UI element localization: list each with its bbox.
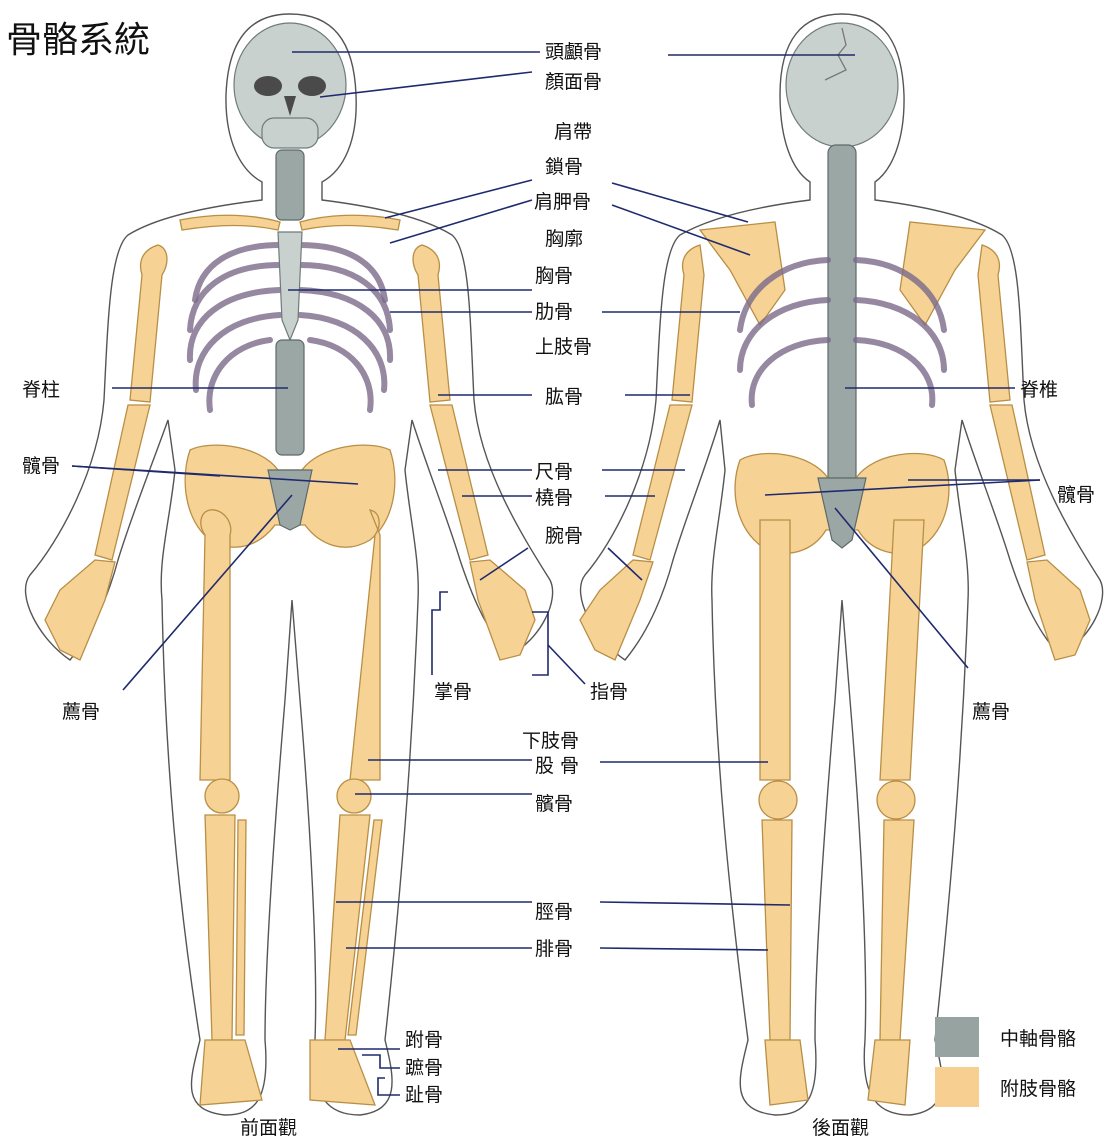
front-patella-right: [337, 779, 371, 813]
label-sacrum-front: 薦骨: [62, 701, 100, 723]
label-ilium-back: 髖骨: [1057, 484, 1095, 506]
legend: 中軸骨骼 附肢骨骼: [935, 1017, 1076, 1107]
front-eye-socket-right: [298, 76, 326, 96]
label-humerus: 肱骨: [545, 386, 583, 408]
front-lumbar-spine: [276, 340, 304, 455]
front-femur-left: [200, 510, 231, 780]
label-ribs: 肋骨: [535, 301, 573, 323]
label-phalanges-hand: 指骨: [590, 681, 628, 703]
back-femur-left: [760, 520, 790, 780]
label-upper-limb: 上肢骨: [535, 336, 592, 358]
label-spine-back: 脊椎: [1020, 379, 1058, 401]
back-skull: [786, 23, 898, 147]
view-caption-back: 後面觀: [812, 1117, 869, 1139]
diagram-title: 骨骼系統: [6, 20, 150, 61]
label-shoulder-girdle: 肩帶: [554, 121, 592, 143]
back-knee-right: [877, 781, 915, 819]
label-tarsals: 跗骨: [405, 1029, 443, 1051]
back-spine: [828, 145, 856, 485]
back-foot-right: [868, 1040, 910, 1105]
label-ilium-front: 髖骨: [22, 455, 60, 477]
label-carpals: 腕骨: [545, 525, 583, 547]
legend-swatch-appendicular: [935, 1067, 979, 1107]
label-sternum: 胸骨: [535, 265, 573, 287]
legend-label-axial: 中軸骨骼: [1000, 1028, 1076, 1050]
label-metacarpals: 掌骨: [434, 681, 472, 703]
label-sacrum-back: 薦骨: [972, 701, 1010, 723]
label-scapula: 肩胛骨: [534, 191, 591, 213]
label-clavicle: 鎖骨: [545, 156, 583, 178]
label-metatarsals: 蹠骨: [405, 1057, 443, 1079]
label-patella: 髕骨: [535, 793, 573, 815]
label-thorax: 胸廓: [545, 228, 583, 250]
back-knee-left: [759, 781, 797, 819]
front-figure: [26, 14, 553, 1115]
legend-swatch-axial: [935, 1017, 979, 1057]
label-lower-limb: 下肢骨: [522, 730, 579, 752]
back-figure: [580, 14, 1103, 1115]
label-ulna: 尺骨: [535, 461, 573, 483]
label-tibia: 脛骨: [535, 901, 573, 923]
label-skull-cranium: 頭顱骨: [545, 41, 602, 63]
front-fibula-left: [236, 820, 246, 1035]
back-foot-left: [765, 1040, 808, 1105]
front-cervical-spine: [276, 150, 304, 220]
front-jaw: [262, 118, 318, 148]
label-skull-face: 顏面骨: [545, 71, 602, 93]
label-radius: 橈骨: [535, 487, 573, 509]
label-femur: 股 骨: [535, 755, 579, 777]
label-spine-front: 脊柱: [22, 379, 60, 401]
view-caption-front: 前面觀: [240, 1117, 297, 1139]
label-fibula: 腓骨: [535, 938, 573, 960]
legend-label-appendicular: 附肢骨骼: [1000, 1078, 1076, 1100]
front-eye-socket-left: [254, 76, 282, 96]
label-phalanges-foot: 趾骨: [405, 1084, 443, 1106]
front-patella-left: [205, 779, 239, 813]
